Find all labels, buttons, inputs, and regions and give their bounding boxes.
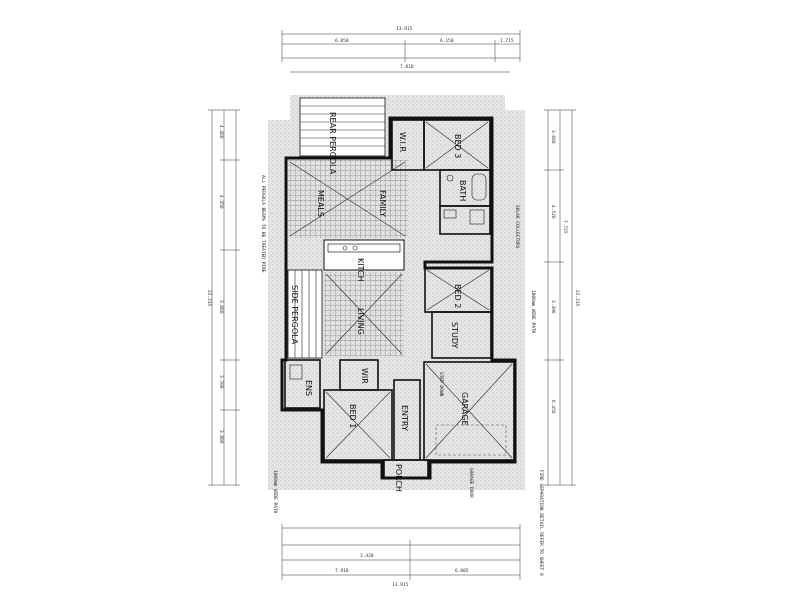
family-label: FAMILY (378, 190, 387, 217)
left-dim-e: 3.800 (218, 430, 224, 444)
bottom-row-b-dim: 6.005 (455, 568, 469, 574)
bottom-row-c-dim: 3.420 (360, 553, 374, 559)
side-pergola-area: SIDE PERGOLA (287, 269, 323, 359)
right-dim-a: 3.600 (550, 130, 556, 144)
bed2-area: BED 2 (424, 267, 492, 313)
right-dim-e: 7.725 (562, 220, 568, 234)
entry-label: ENTRY (400, 405, 409, 431)
bed1-label: BED 1 (348, 404, 357, 428)
top-overall-dim: 13.915 (396, 26, 413, 32)
bed1-wing: ENS WIR BED 1 (284, 359, 393, 461)
porch-label: PORCH (394, 464, 403, 492)
garage-area: GARAGE GARAGE DOOR STEP DOWN (423, 361, 515, 498)
garage-label: GARAGE (460, 392, 469, 426)
top-row3-dim: 7.810 (400, 64, 414, 70)
bottom-dimensions: 7.910 6.005 3.420 13.915 (281, 524, 521, 588)
right-dimensions: 22.235 3.600 4.520 3.390 6.450 7.725 (544, 109, 580, 486)
bottom-row-a-dim: 7.910 (335, 568, 349, 574)
left-dim-b: 4.350 (218, 195, 224, 209)
study-label: STUDY (450, 322, 459, 349)
right-dim-d: 6.450 (550, 400, 556, 414)
living-area: LIVING (324, 272, 404, 356)
pergola-beam-note: ALL PERGOLA BEAMS TO BE TREATED PINE (260, 175, 266, 273)
right-dim-c: 3.390 (550, 300, 556, 314)
bath-area: BATH (439, 169, 491, 235)
living-label: LIVING (356, 308, 365, 335)
right-overall-dim: 22.235 (574, 290, 580, 307)
house-outline (280, 116, 517, 480)
top-dimensions: 13.915 6.050 6.150 1.715 7.810 (281, 26, 521, 73)
left-dimensions: 22.235 4.460 4.350 3.060 3.700 3.800 (206, 109, 240, 486)
right-dim-b: 4.520 (550, 205, 556, 219)
top-dim-a: 6.050 (335, 38, 349, 44)
kitchen-label: KITCH (356, 258, 365, 282)
wir-top-label: W.I.R (398, 132, 407, 152)
bath-label: BATH (458, 180, 467, 201)
bed3-label: BED 3 (453, 134, 462, 158)
ens-label: ENS (304, 380, 313, 396)
left-dim-a: 4.460 (218, 125, 224, 139)
step-down-note: STEP DOWN (438, 372, 444, 397)
meals-family-area: MEALS FAMILY (288, 160, 408, 238)
top-dim-c: 1.715 (500, 38, 514, 44)
side-pergola-label: SIDE PERGOLA (290, 285, 299, 345)
meals-label: MEALS (316, 190, 325, 217)
study-area: STUDY (431, 311, 492, 359)
left-overall-dim: 22.235 (206, 290, 212, 307)
left-dim-d: 3.700 (218, 375, 224, 389)
top-dim-b: 6.150 (440, 38, 454, 44)
entry-porch-area: ENTRY PORCH (383, 379, 429, 492)
fire-separation-note: FIRE SEPARATION DETAIL REFER TO SHEET 9 (538, 470, 544, 576)
wir-bed1-label: WIR (360, 368, 369, 384)
solar-collectors-note: SOLAR COLLECTORS (514, 205, 520, 249)
rear-pergola-label: REAR PERGOLA (328, 112, 337, 175)
kitchen-area: KITCH (323, 239, 405, 282)
rear-pergola-area: REAR PERGOLA (299, 97, 386, 175)
bed2-label: BED 2 (453, 284, 462, 308)
path-left-note: 1000mm WIDE PATH (272, 470, 278, 514)
garage-door-note: GARAGE DOOR (468, 468, 474, 498)
left-dim-c: 3.060 (218, 300, 224, 314)
bottom-overall-dim: 13.915 (392, 582, 409, 588)
annotations: ALL PERGOLA BEAMS TO BE TREATED PINE SOL… (260, 175, 544, 576)
path-right-note: 1000mm WIDE PATH (530, 290, 536, 334)
